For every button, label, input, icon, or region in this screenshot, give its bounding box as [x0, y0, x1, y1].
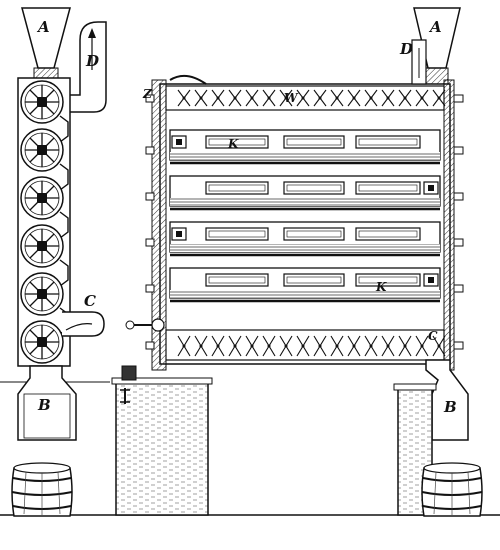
bottom-roller-band [165, 329, 445, 361]
drying-cylinder [169, 175, 441, 211]
foundations [111, 365, 437, 516]
label-top-roller: W [284, 91, 299, 105]
main-dryer-frame [125, 7, 469, 441]
label-cylinder-4: K [375, 280, 387, 294]
drying-cylinder [169, 221, 441, 257]
left-wheel [20, 224, 69, 287]
label-hopper-right: A [428, 18, 442, 36]
label-duct-left-low: C [84, 292, 96, 310]
top-roller-band [165, 85, 445, 111]
label-hopper-left: A [36, 18, 50, 36]
label-outlet-right: B [443, 398, 457, 416]
outlet-right [425, 359, 469, 441]
label-cylinder-1: K [227, 137, 239, 151]
left-wheel [20, 128, 69, 191]
label-duct-right-top: D [399, 40, 413, 58]
left-wheel [20, 272, 69, 335]
drying-cylinder [169, 129, 441, 165]
left-column-assembly [17, 7, 107, 441]
left-wheel [20, 176, 69, 239]
left-column-casing [17, 77, 71, 367]
cylinder-stack [169, 129, 441, 303]
left-wheel [20, 320, 64, 364]
label-outlet-left: B [37, 396, 51, 414]
label-shaft-top: Z [142, 87, 153, 101]
label-duct-right-low: C [428, 329, 438, 343]
left-wheel-stack [20, 80, 69, 364]
hopper-left [21, 7, 71, 69]
left-wheel [20, 80, 69, 143]
drying-cylinder [169, 267, 441, 303]
barrel-left [11, 462, 73, 517]
label-duct-left-top: D [85, 52, 99, 70]
duct-left-top [62, 21, 107, 113]
barrel-right [421, 462, 483, 517]
foundation-left [115, 381, 209, 516]
outlet-left [17, 365, 77, 441]
